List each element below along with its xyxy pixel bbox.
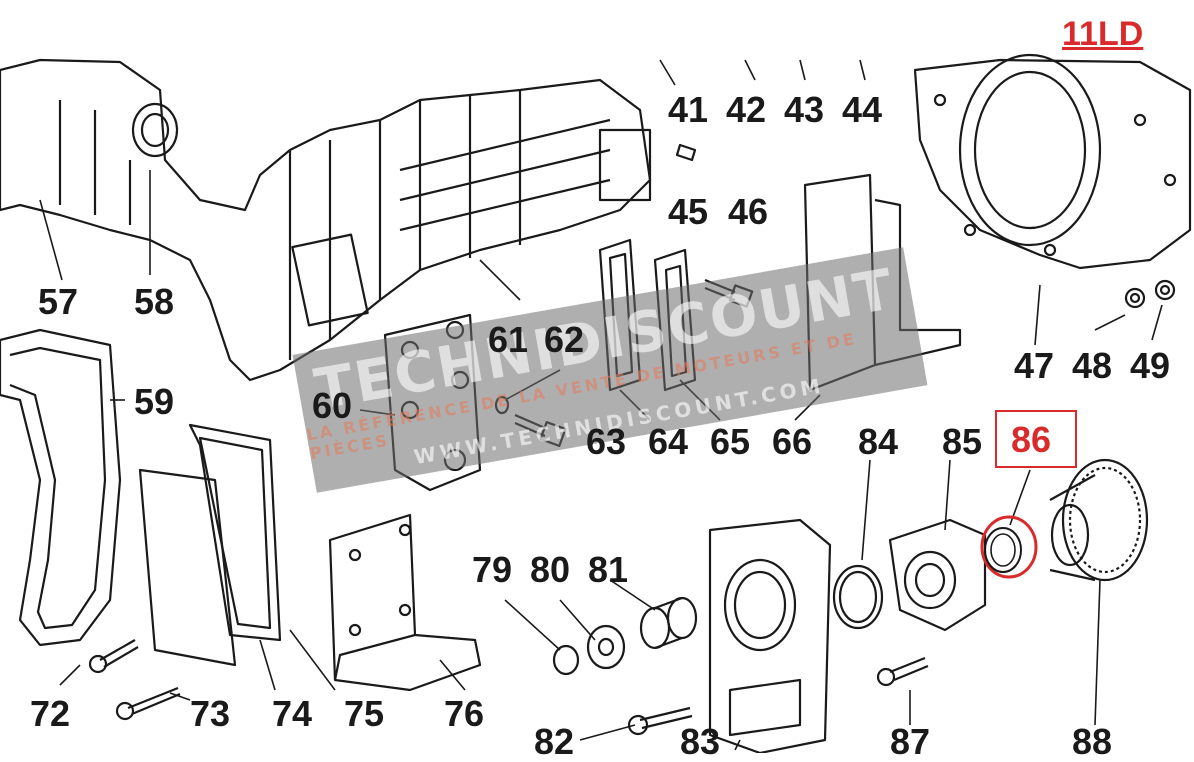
part-label-73: 73: [190, 693, 231, 734]
gasket-59-drawing: [0, 328, 122, 647]
part-label-72: 72: [30, 693, 71, 734]
part-label-79: 79: [472, 549, 513, 590]
screw-82-drawing: [627, 706, 693, 736]
part-label-82: 82: [534, 721, 575, 762]
part-label-61: 61: [488, 319, 529, 360]
part-label-60: 60: [312, 385, 353, 426]
screws-72-73-drawing: [88, 639, 181, 721]
part-label-84: 84: [858, 421, 899, 462]
part-label-74: 74: [272, 693, 313, 734]
spacer-86-highlight: [980, 515, 1038, 579]
pin-45-drawing: [675, 143, 697, 162]
part-label-66: 66: [772, 421, 813, 462]
part-label-75: 75: [344, 693, 385, 734]
part-label-57: 57: [38, 281, 79, 322]
o-ring-84-drawing: [832, 564, 884, 630]
part-label-63: 63: [586, 421, 627, 462]
part-label-49: 49: [1130, 345, 1171, 386]
part-label-81: 81: [588, 549, 629, 590]
part-label-80: 80: [530, 549, 571, 590]
part-label-83: 83: [680, 721, 721, 762]
screw-87-drawing: [876, 656, 929, 687]
part-label-87: 87: [890, 721, 931, 762]
angle-bracket-76-drawing: [328, 513, 482, 692]
part-label-65: 65: [710, 421, 751, 462]
part-label-46: 46: [728, 191, 769, 232]
nuts-48-49-drawing: [1124, 279, 1176, 309]
part-label-76: 76: [444, 693, 485, 734]
part-label-47: 47: [1014, 345, 1055, 386]
part-label-58: 58: [134, 281, 175, 322]
cover-plate-73-gasket-74-drawing: [138, 423, 282, 667]
part-label-64: 64: [648, 421, 689, 462]
part-label-45: 45: [668, 191, 709, 232]
part-label-42: 42: [726, 89, 767, 130]
gear-88-drawing: [1049, 458, 1149, 582]
part-label-59: 59: [134, 381, 175, 422]
leader-lines: [39, 59, 1163, 751]
bearing-housing-85-drawing: [888, 518, 987, 632]
part-label-41: 41: [668, 89, 709, 130]
engine-block-drawing: [0, 58, 652, 382]
part-label-48: 48: [1072, 345, 1113, 386]
part-label-43: 43: [784, 89, 825, 130]
bearing-set-79-81-drawing: [552, 596, 698, 676]
highlighted-part-box: 86: [995, 410, 1077, 468]
part-label-85: 85: [942, 421, 983, 462]
engine-model-link[interactable]: 11LD: [1062, 15, 1144, 53]
part-label-88: 88: [1072, 721, 1113, 762]
bell-housing-drawing: [913, 53, 1192, 270]
part-label-86: 86: [1011, 419, 1052, 460]
part-label-62: 62: [544, 319, 585, 360]
flange-83-drawing: [708, 518, 832, 753]
part-label-44: 44: [842, 89, 883, 130]
